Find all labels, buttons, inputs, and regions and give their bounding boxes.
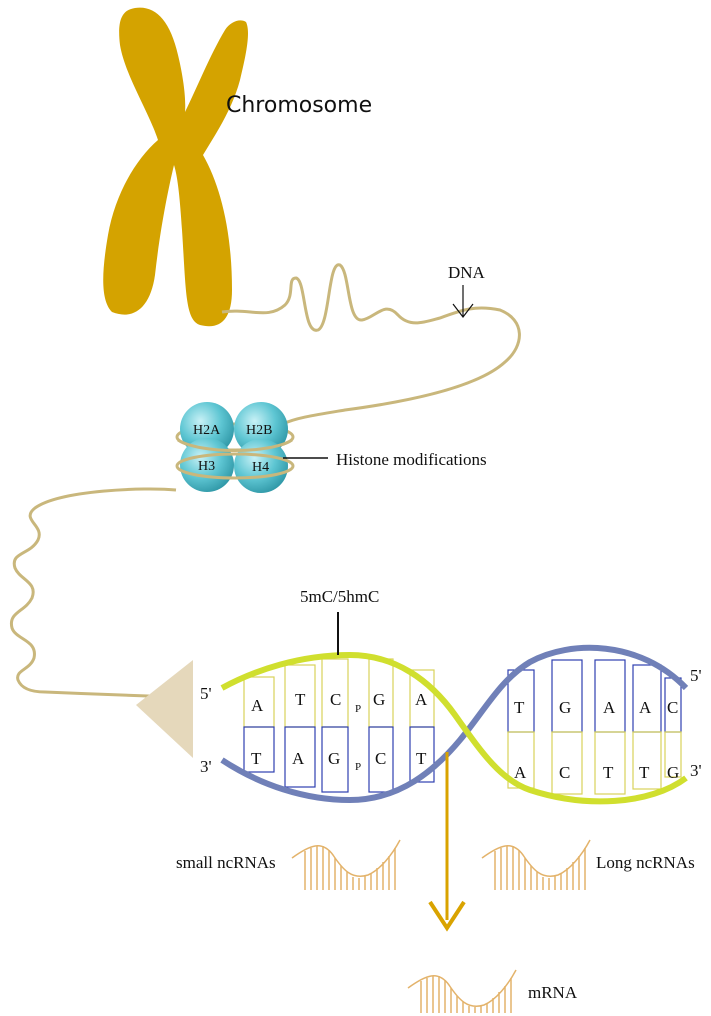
strand-blue-backbone (220, 644, 689, 804)
mrna-label: mRNA (528, 983, 578, 1002)
base-left-top-5: A (415, 690, 428, 709)
base-right-top-4: A (639, 698, 652, 717)
transcription-arrow-head (428, 900, 466, 932)
strand-end-5-right: 5' (690, 666, 702, 685)
strand-end-5-left: 5' (200, 684, 212, 703)
dna-wrap-front-2 (175, 452, 295, 480)
cpg-p-bottom: P (355, 761, 361, 773)
histone-mod-label: Histone modifications (336, 450, 487, 469)
strand-end-3-left: 3' (200, 757, 212, 776)
base-left-bottom-2: A (292, 749, 305, 768)
base-right-bottom-4: T (639, 763, 650, 782)
small-ncrna-icon (291, 839, 401, 890)
base-right-bottom-5: G (667, 763, 679, 782)
base-left-bottom-5: T (416, 749, 427, 768)
cpg-p-top: P (355, 703, 361, 715)
base-left-bottom-1: T (251, 749, 262, 768)
long-ncrna-icon (481, 839, 591, 890)
histone-h4-label: H4 (252, 460, 269, 475)
base-right-top-5: C (667, 698, 678, 717)
histone-h2b-label: H2B (246, 423, 272, 438)
rungs-left (243, 658, 435, 793)
mrna-icon (407, 969, 517, 1013)
base-right-bottom-3: T (603, 763, 614, 782)
strand-end-3-right: 3' (690, 761, 702, 780)
base-right-bottom-1: A (514, 763, 527, 782)
histone-h2b (234, 402, 288, 456)
chromosome-label: Chromosome (226, 93, 372, 118)
histone-h2a-label: H2A (193, 423, 221, 438)
dna-label: DNA (448, 263, 486, 282)
methylation-label: 5mC/5hmC (300, 587, 379, 606)
nucleosome: H2A H2B H3 H4 (175, 402, 295, 493)
small-ncrnas-label: small ncRNAs (176, 853, 276, 872)
zoom-triangle (136, 660, 193, 758)
base-left-top-3: C (330, 690, 341, 709)
base-right-top-3: A (603, 698, 616, 717)
base-left-bottom-4: C (375, 749, 386, 768)
base-right-top-1: T (514, 698, 525, 717)
strand-yellow-backbone (220, 651, 688, 805)
long-ncrnas-label: Long ncRNAs (596, 853, 695, 872)
base-right-bottom-2: C (559, 763, 570, 782)
chromosome-shape (103, 7, 248, 327)
dna-wrap-front-1 (177, 438, 293, 452)
dna-fiber-lower (9, 487, 177, 699)
histone-h4 (234, 439, 288, 493)
base-left-top-4: G (373, 690, 385, 709)
dna-fiber-upper (221, 263, 521, 426)
base-right-top-2: G (559, 698, 571, 717)
base-left-top-2: T (295, 690, 306, 709)
histone-h3-label: H3 (198, 459, 215, 474)
base-left-top-1: A (251, 696, 264, 715)
rungs-right (507, 659, 682, 795)
dna-pointer-head (452, 303, 474, 318)
base-left-bottom-3: G (328, 749, 340, 768)
